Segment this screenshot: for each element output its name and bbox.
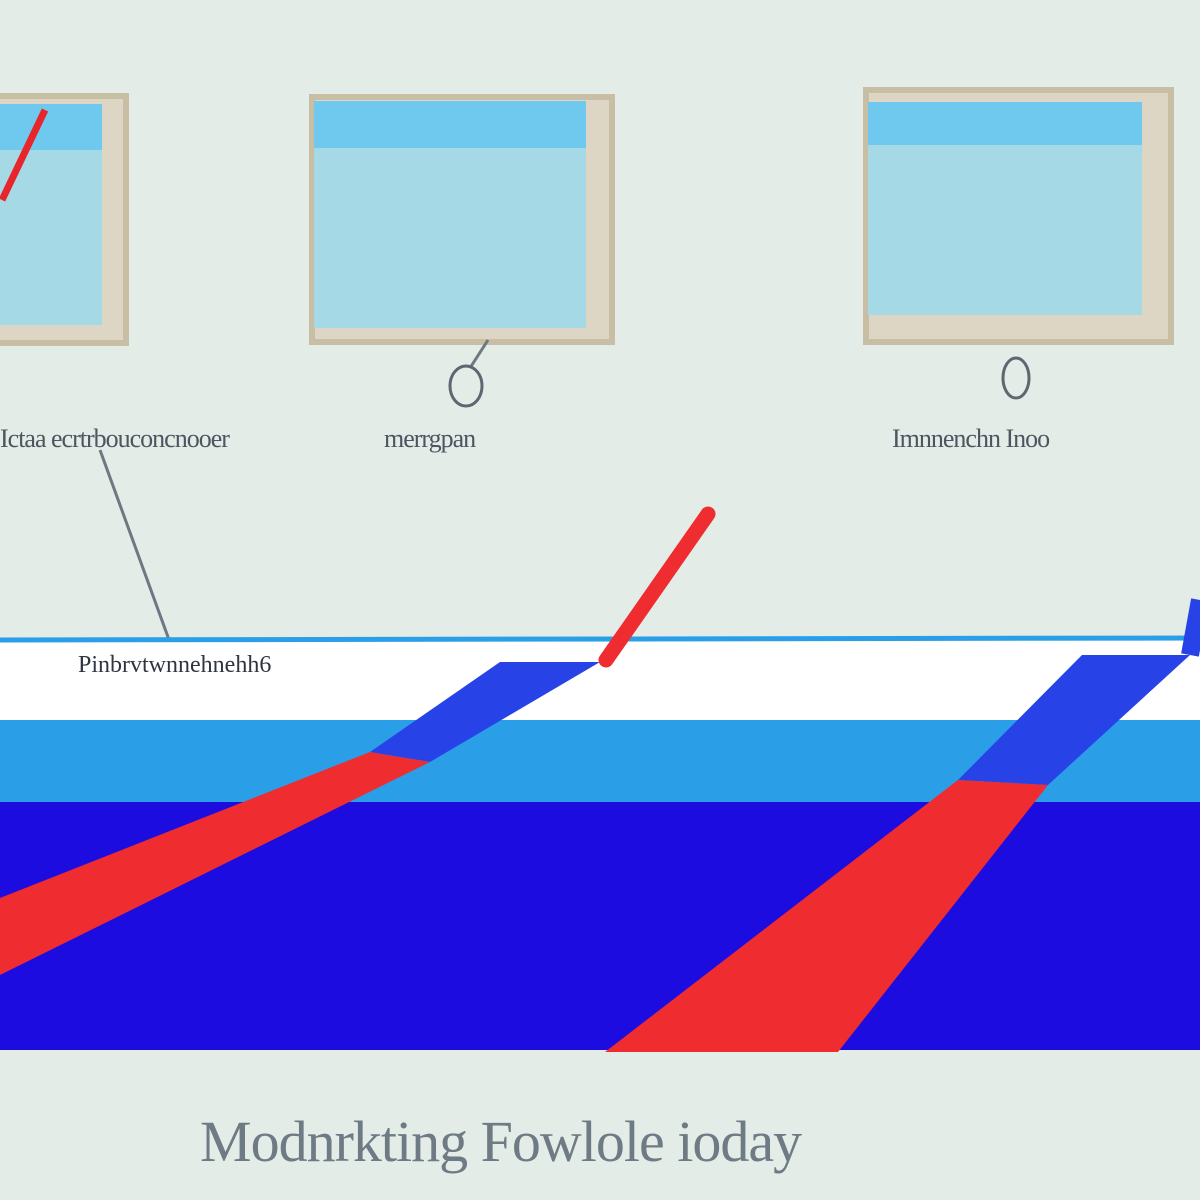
screen-panel-2 xyxy=(309,94,615,369)
band-white xyxy=(0,640,1200,722)
band-top-edge xyxy=(0,635,1200,643)
diagram-caption: Modnrkting Fowlole ioday xyxy=(200,1109,802,1174)
panel-1-label: Ictaa ecrtrbouconcnooer xyxy=(0,424,230,453)
panel-2-connector xyxy=(468,339,490,369)
red-pointer-line xyxy=(0,108,49,202)
leader-line xyxy=(98,449,174,649)
panel-3-marker xyxy=(1001,356,1031,400)
red-pointer-stick xyxy=(598,506,716,668)
panel-2-label: merrgpan xyxy=(384,424,476,453)
panel-3-label: Imnnenchn Inoo xyxy=(892,424,1050,453)
panel-2-marker xyxy=(448,364,484,408)
blue-pointer-stick xyxy=(1181,598,1200,657)
screen-panel-1 xyxy=(0,93,129,346)
screen-panel-3 xyxy=(863,87,1174,345)
band-label: Pinbrvtwnnehnehh6 xyxy=(78,652,272,678)
layer-bands xyxy=(0,635,1200,1050)
stripe-left xyxy=(0,662,600,975)
stripe-right xyxy=(605,655,1190,1052)
